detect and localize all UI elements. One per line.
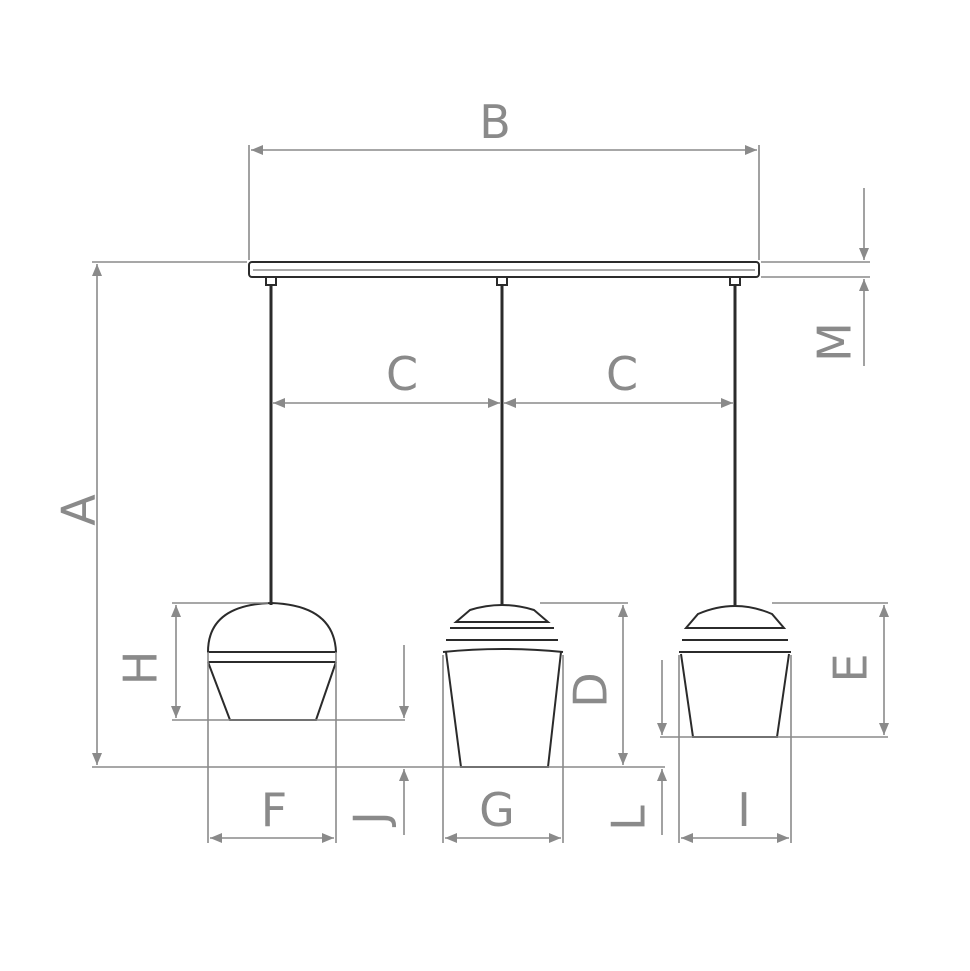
- dimension-m: M: [761, 188, 870, 366]
- dimension-c-right: C: [504, 347, 733, 408]
- label-f: F: [261, 783, 287, 837]
- dimension-d: D: [540, 602, 628, 765]
- label-i: I: [737, 783, 751, 837]
- label-l: L: [602, 805, 656, 831]
- label-m: M: [808, 322, 862, 362]
- label-d: D: [564, 672, 618, 707]
- suspension-cords: [265, 276, 741, 605]
- dimension-a: A: [52, 261, 665, 768]
- dimension-i: I: [678, 655, 792, 843]
- dimension-l: L: [602, 660, 777, 835]
- dimension-f: F: [207, 652, 337, 843]
- label-h: H: [114, 651, 168, 686]
- middle-lamp-shade: [442, 604, 564, 768]
- dimension-j: J: [344, 645, 409, 835]
- dimension-c-left: C: [273, 347, 500, 408]
- label-a: A: [52, 494, 106, 526]
- dimension-h: H: [114, 602, 405, 721]
- dimension-g: G: [442, 655, 564, 843]
- dimension-e: E: [772, 602, 889, 738]
- label-e: E: [824, 653, 878, 682]
- left-lamp-shade: [206, 601, 338, 721]
- right-lamp-shade: [679, 605, 791, 738]
- dimension-b: B: [248, 95, 760, 260]
- label-b: B: [479, 95, 511, 149]
- label-c-left: C: [386, 347, 418, 401]
- label-g: G: [479, 783, 515, 837]
- label-c-right: C: [606, 347, 638, 401]
- ceiling-canopy-bar: [248, 261, 760, 278]
- label-j: J: [344, 811, 398, 828]
